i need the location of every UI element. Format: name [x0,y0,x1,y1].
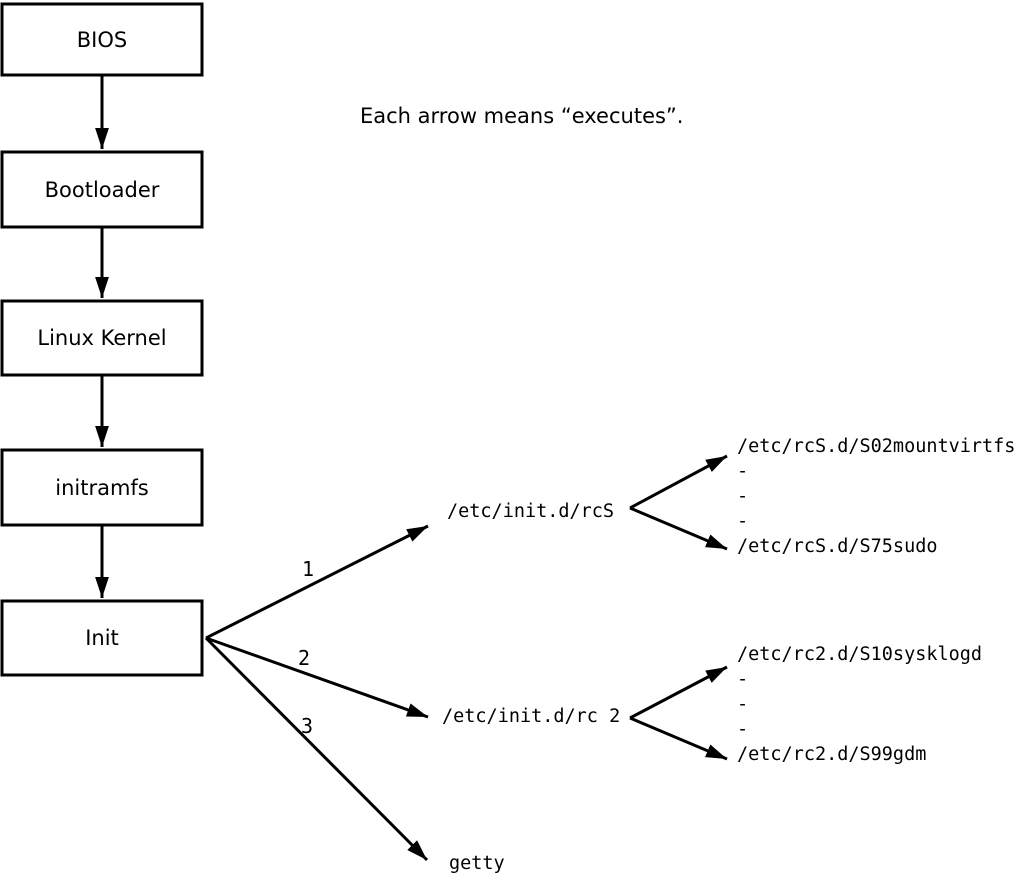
edge-label-1: 1 [302,557,314,581]
edge-label-3: 3 [301,714,313,738]
box-init-label: Init [85,626,119,650]
rc2-child-line-4: /etc/rc2.d/S99gdm [737,744,926,765]
arrow-rc2-to-S99gdm [629,716,728,761]
rc2-child-line-3: - [737,719,748,740]
rc2-child-line-0: /etc/rc2.d/S10sysklogd [737,644,982,665]
rcS-child-line-2: - [737,486,748,507]
rcS-child-line-0: /etc/rcS.d/S02mountvirtfs [737,436,1015,457]
box-initramfs [0,448,204,527]
arrow-rcS-to-S02mountvirtfs [629,454,728,510]
box-initramfs-label: initramfs [55,476,149,500]
rc2-child-line-2: - [737,694,748,715]
box-linux-kernel-label: Linux Kernel [37,326,166,350]
arrow-init-to-rc2 [205,636,429,719]
arrow-init-to-getty [204,636,429,862]
rcS-child-line-1: - [737,461,748,482]
arrow-init-to-rcS [205,524,429,640]
box-bios [0,2,204,77]
box-bootloader [0,150,204,229]
rc2-child-line-1: - [737,669,748,690]
arrow-rc2-to-S10sysklogd [629,665,728,720]
caption: Each arrow means “executes”. [360,104,683,128]
rcS-child-line-4: /etc/rcS.d/S75sudo [737,536,937,557]
rcS-child-line-3: - [737,511,748,532]
box-init [0,599,204,677]
edge-label-2: 2 [298,646,310,670]
arrow-rcS-to-S75sudo [629,506,728,551]
node-getty: getty [449,853,505,874]
node-rcS: /etc/init.d/rcS [447,501,614,522]
box-bootloader-label: Bootloader [45,178,160,202]
node-rc2: /etc/init.d/rc 2 [442,706,620,727]
box-bios-label: BIOS [77,28,127,52]
